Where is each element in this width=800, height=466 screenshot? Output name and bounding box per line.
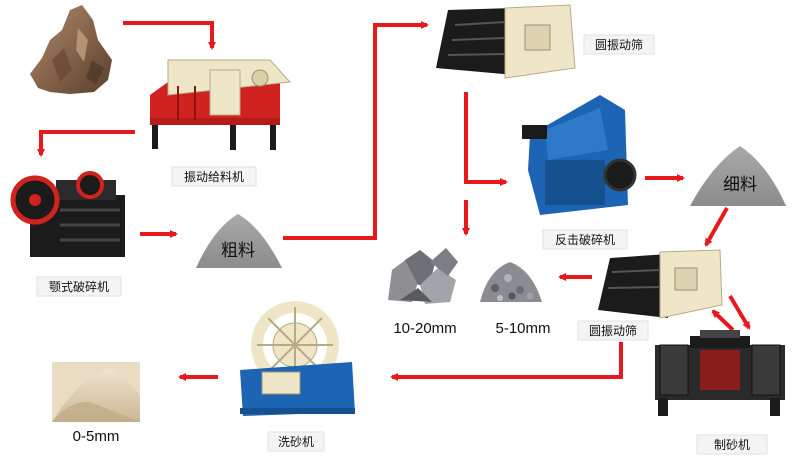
sand-maker-label-text: 制砂机 bbox=[714, 438, 750, 452]
size-5-10-label: 5-10mm bbox=[495, 320, 550, 337]
jaw-crusher-label-text: 颚式破碎机 bbox=[49, 279, 109, 294]
circular-screen-mid-label: 圆振动筛 bbox=[577, 320, 649, 341]
sand-washer-image bbox=[240, 301, 355, 416]
circular-screen-mid-label-text: 圆振动筛 bbox=[589, 323, 637, 338]
arrow-screen-to-impact bbox=[464, 92, 508, 186]
arrow-coarse-to-screen bbox=[283, 21, 429, 240]
fine-material-pile: 细料 bbox=[690, 146, 786, 206]
sand-product-image bbox=[52, 362, 140, 422]
sand-washer-label-text: 洗砂机 bbox=[278, 435, 314, 449]
sand-maker-label: 制砂机 bbox=[696, 434, 768, 455]
coarse-material-pile: 粗料 bbox=[196, 214, 282, 268]
circular-screen-top-label: 圆振动筛 bbox=[583, 34, 655, 55]
impact-crusher-image bbox=[522, 95, 637, 215]
arrow-sandmaker-to-screen bbox=[711, 309, 735, 332]
circular-screen-top-image bbox=[436, 4, 576, 79]
arrow-fine-to-screen bbox=[704, 207, 729, 247]
arrow-screen-to-sandmaker bbox=[728, 294, 751, 330]
jaw-crusher-label: 颚式破碎机 bbox=[36, 276, 122, 297]
jaw-crusher-image bbox=[10, 171, 125, 257]
size-10-20-label: 10-20mm bbox=[393, 320, 456, 337]
coarse-material-label: 粗料 bbox=[221, 241, 255, 261]
vibrating-feeder-label: 振动给料机 bbox=[171, 166, 257, 187]
impact-crusher-label: 反击破碎机 bbox=[542, 229, 628, 250]
gravel-10-20-image bbox=[388, 248, 458, 304]
raw-rock-image bbox=[30, 5, 112, 94]
size-0-5-label: 0-5mm bbox=[73, 428, 120, 445]
sand-washer-label: 洗砂机 bbox=[267, 431, 325, 452]
sand-maker-image bbox=[655, 330, 785, 416]
vibrating-feeder-image bbox=[150, 59, 292, 150]
impact-crusher-label-text: 反击破碎机 bbox=[555, 232, 615, 247]
vibrating-feeder-label-text: 振动给料机 bbox=[184, 170, 244, 184]
flow-arrows bbox=[37, 21, 751, 381]
gravel-5-10-image bbox=[480, 262, 542, 302]
arrow-feeder-to-jaw bbox=[37, 130, 135, 157]
fine-material-label: 细料 bbox=[723, 175, 757, 195]
circular-screen-mid-image bbox=[598, 249, 723, 319]
arrow-screen-to-washer bbox=[390, 342, 623, 381]
circular-screen-top-label-text: 圆振动筛 bbox=[595, 37, 643, 52]
arrow-rock-to-feeder bbox=[123, 21, 216, 50]
